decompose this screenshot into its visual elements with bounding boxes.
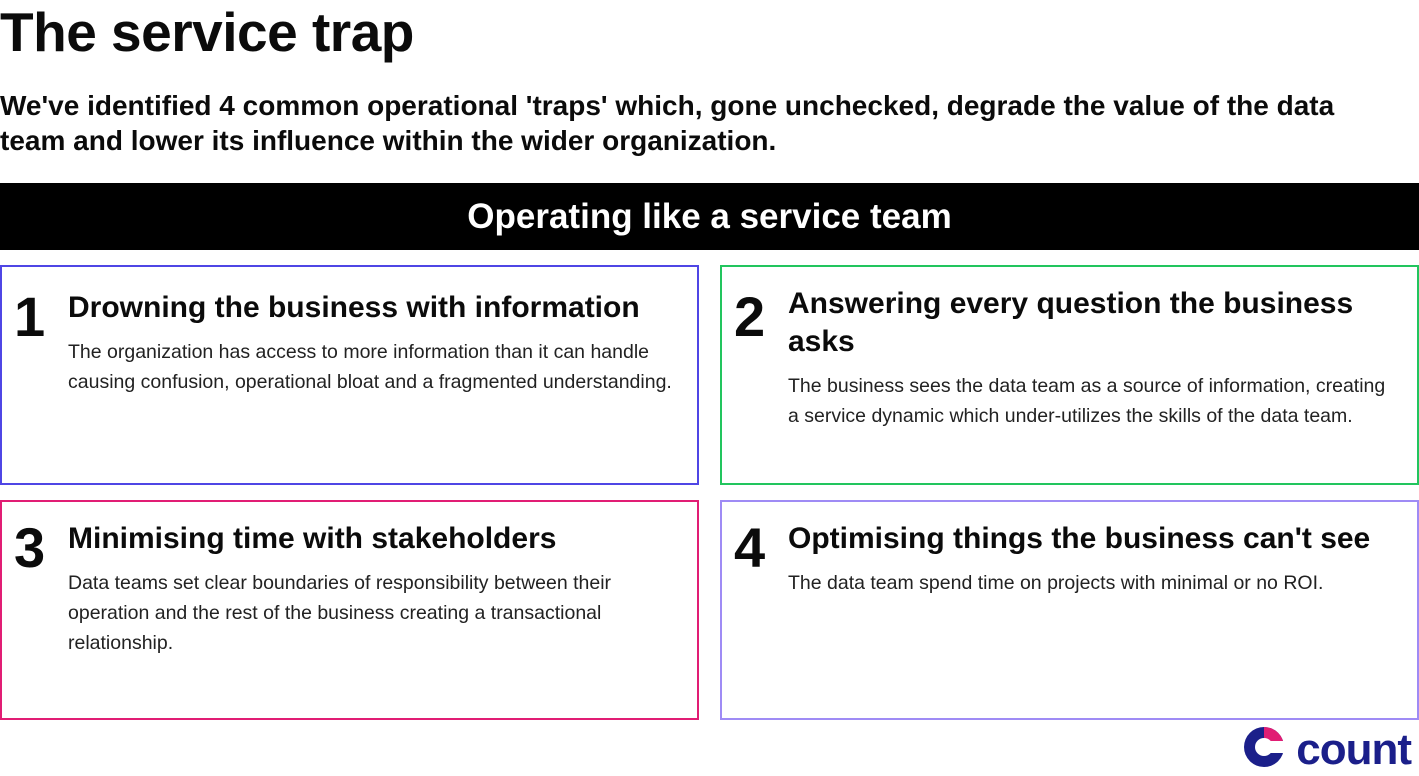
count-logo: count xyxy=(1242,724,1412,774)
trap-card-1: 1 Drowning the business with information… xyxy=(0,265,699,485)
trap-card-2: 2 Answering every question the business … xyxy=(720,265,1419,485)
card-heading: Optimising things the business can't see xyxy=(788,522,1371,555)
banner-title: Operating like a service team xyxy=(467,196,952,236)
count-logo-svg xyxy=(1244,727,1287,767)
card-number: 4 xyxy=(734,516,766,579)
card-description: The business sees the data team as a sou… xyxy=(788,375,1386,427)
card-number: 1 xyxy=(14,285,46,348)
card-heading: Drowning the business with information xyxy=(68,291,640,324)
card-heading: Answering every question the business as… xyxy=(788,287,1354,358)
trap-card-3: 3 Minimising time with stakeholders Data… xyxy=(0,500,699,720)
card-description: The data team spend time on projects wit… xyxy=(788,572,1324,594)
logo-text: count xyxy=(1296,724,1412,774)
trap-card-4: 4 Optimising things the business can't s… xyxy=(720,500,1419,720)
card-description: Data teams set clear boundaries of respo… xyxy=(68,572,612,654)
card-number: 3 xyxy=(14,516,46,579)
card-description: The organization has access to more info… xyxy=(68,341,672,393)
page-title: The service trap xyxy=(0,1,414,63)
count-logo-icon xyxy=(1242,725,1287,774)
section-banner: Operating like a service team xyxy=(0,183,1419,250)
card-heading: Minimising time with stakeholders xyxy=(68,522,557,555)
page-subtitle: We've identified 4 common operational 't… xyxy=(0,90,1335,156)
card-number: 2 xyxy=(734,285,766,348)
